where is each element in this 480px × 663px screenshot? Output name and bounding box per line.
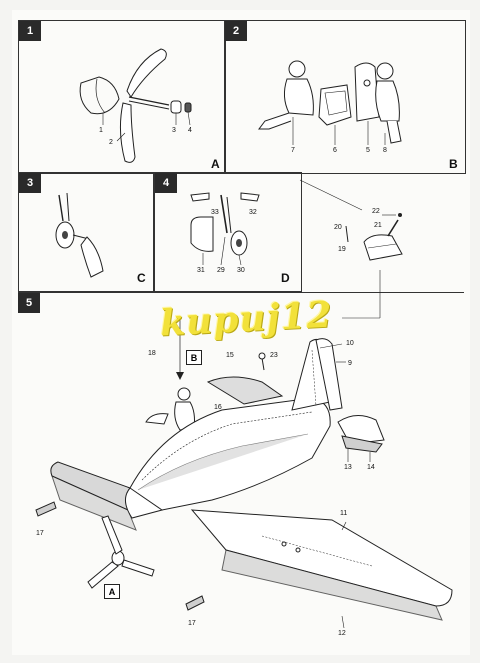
part-num: 6 <box>333 147 337 154</box>
step-4-badge: 4 <box>155 173 177 193</box>
step-2-badge: 2 <box>225 21 247 41</box>
step-5-badge: 5 <box>18 293 40 313</box>
callout-b: B <box>186 350 202 365</box>
part-num: 21 <box>374 222 382 229</box>
step-3-label: C <box>137 271 146 285</box>
part-num: 8 <box>383 147 387 154</box>
part-num: 1 <box>99 127 103 134</box>
part-num: 16 <box>214 404 222 411</box>
part-num: 20 <box>334 224 342 231</box>
part-num: 9 <box>348 360 352 367</box>
step-4-label: D <box>281 271 290 285</box>
part-num: 12 <box>338 630 346 637</box>
step-2-panel: 2 7 6 5 8 B <box>224 20 466 174</box>
step-2-label: B <box>449 157 458 171</box>
part-num: 17 <box>36 530 44 537</box>
part-num: 5 <box>366 147 370 154</box>
part-num: 29 <box>217 267 225 274</box>
part-num: 23 <box>270 352 278 359</box>
part-num: 19 <box>338 246 346 253</box>
callout-a: A <box>104 584 120 599</box>
part-num: 15 <box>226 352 234 359</box>
part-num: 18 <box>148 350 156 357</box>
step-1-panel: 1 1 2 3 4 A <box>18 20 226 174</box>
propeller-drawing <box>79 48 192 163</box>
part-num: 22 <box>372 208 380 215</box>
gear-install-drawing <box>55 192 104 278</box>
step-3-panel: 3 C <box>18 172 154 292</box>
aircraft-exploded-drawing <box>35 179 453 629</box>
step-3-badge: 3 <box>19 173 41 193</box>
step-5-panel: 5 <box>18 292 464 649</box>
part-num: 32 <box>249 209 257 216</box>
part-num: 4 <box>188 127 192 134</box>
step-4-panel: 4 33 32 31 29 30 D <box>154 172 302 292</box>
step-1-badge: 1 <box>19 21 41 41</box>
pilot-seat-drawing <box>258 60 402 145</box>
part-num: 14 <box>367 464 375 471</box>
instruction-sheet: 1 1 2 3 4 A 2 <box>12 10 470 655</box>
part-num: 3 <box>172 127 176 134</box>
part-num: 11 <box>340 510 348 517</box>
part-num: 33 <box>211 209 219 216</box>
part-num: 13 <box>344 464 352 471</box>
part-num: 30 <box>237 267 245 274</box>
part-num: 10 <box>346 340 354 347</box>
part-num: 17 <box>188 620 196 627</box>
part-num: 7 <box>291 147 295 154</box>
step-1-label: A <box>211 157 220 171</box>
part-num: 2 <box>109 139 113 146</box>
landing-gear-drawing <box>190 192 260 266</box>
part-num: 31 <box>197 267 205 274</box>
